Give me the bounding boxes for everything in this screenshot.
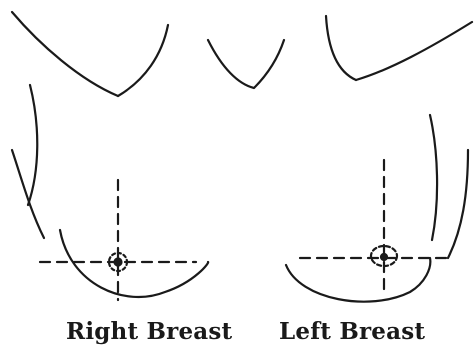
left-side-contour bbox=[448, 150, 468, 258]
right-shoulder-upper-curve bbox=[118, 25, 168, 96]
right-nipple-center bbox=[115, 259, 122, 266]
right-breast-outline bbox=[60, 230, 208, 297]
right-armpit-curve bbox=[28, 85, 37, 205]
right-side-contour bbox=[12, 150, 44, 238]
right-breast-label: Right Breast bbox=[66, 318, 232, 345]
left-shoulder-curve bbox=[356, 22, 472, 80]
neckline-curve bbox=[208, 40, 284, 88]
left-armpit-curve bbox=[430, 115, 437, 240]
left-breast-crosshair bbox=[300, 160, 446, 290]
left-shoulder-upper-curve bbox=[326, 16, 356, 80]
left-breast-label: Left Breast bbox=[279, 318, 425, 345]
right-shoulder-curve bbox=[12, 12, 118, 96]
left-breast-outline bbox=[286, 258, 430, 302]
left-nipple-center bbox=[381, 254, 387, 260]
